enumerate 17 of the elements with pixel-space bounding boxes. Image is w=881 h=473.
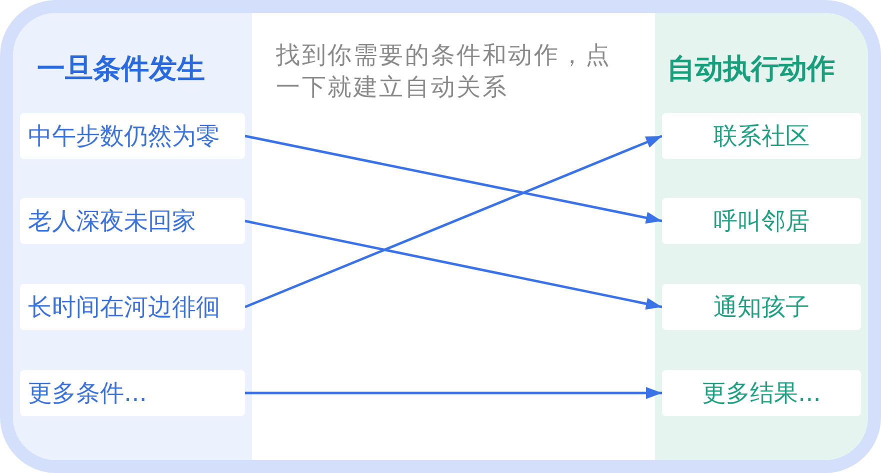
- condition-box: 中午步数仍然为零: [20, 113, 245, 159]
- arrow: [245, 387, 662, 399]
- action-box: 呼叫邻居: [662, 198, 861, 244]
- condition-box: 更多条件...: [20, 370, 245, 416]
- condition-box: 老人深夜未回家: [20, 198, 245, 244]
- arrow: [244, 220, 662, 310]
- action-box: 联系社区: [662, 113, 861, 159]
- action-box: 通知孩子: [662, 284, 861, 330]
- column-panel: [13, 13, 252, 460]
- condition-box: 长时间在河边徘徊: [20, 284, 245, 330]
- column-heading: 一旦条件发生: [37, 51, 205, 87]
- action-box: 更多结果...: [662, 370, 861, 416]
- column-heading: 自动执行动作: [667, 51, 835, 87]
- arrow: [244, 134, 662, 308]
- hint-text: 找到你需要的条件和动作，点一下就建立自动关系: [276, 40, 612, 103]
- arrow: [244, 134, 662, 224]
- column-panel: [655, 13, 868, 460]
